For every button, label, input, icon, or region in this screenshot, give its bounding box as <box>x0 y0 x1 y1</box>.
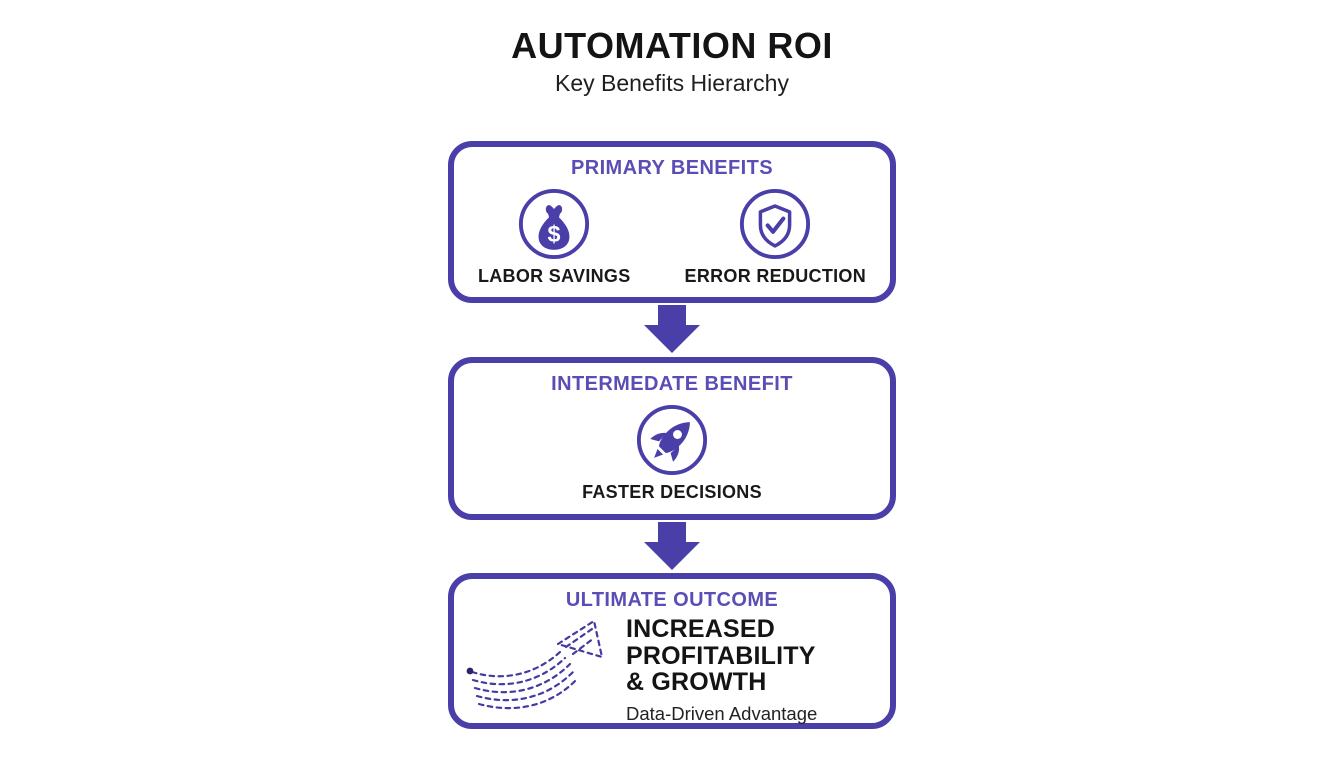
down-arrow-icon <box>644 305 700 353</box>
down-arrow-icon <box>644 522 700 570</box>
labor-savings-label: LABOR SAVINGS <box>477 266 631 286</box>
page-title: AUTOMATION ROI <box>511 25 833 66</box>
error-reduction-label: ERROR REDUCTION <box>684 266 867 286</box>
intermediate-benefit-box: INTERMEDATE BENEFIT FASTER DECISIONS <box>448 357 896 520</box>
outcome-heading-line-1: INCREASED <box>626 615 776 643</box>
shield-check-icon <box>740 188 811 260</box>
outcome-text-block: INCREASED PROFITABILITY & GROWTH Data-Dr… <box>626 616 817 725</box>
outcome-subtext: Data-Driven Advantage <box>626 702 818 724</box>
page-subtitle: Key Benefits Hierarchy <box>555 70 789 96</box>
ultimate-outcome-header: ULTIMATE OUTCOME <box>565 589 779 611</box>
intermediate-benefit-items: FASTER DECISIONS <box>582 403 762 503</box>
intermediate-benefit-header: INTERMEDATE BENEFIT <box>551 373 793 395</box>
labor-savings-item: $ LABOR SAVINGS <box>478 187 631 287</box>
primary-benefits-box: PRIMARY BENEFITS $ LABOR SAVINGS ER <box>448 141 896 303</box>
primary-benefits-header: PRIMARY BENEFITS <box>571 157 773 179</box>
rocket-icon <box>636 404 708 476</box>
faster-decisions-item: FASTER DECISIONS <box>582 403 762 503</box>
ultimate-outcome-box: ULTIMATE OUTCOME INCREASED PROFITABILITY <box>448 573 896 729</box>
error-reduction-item: ERROR REDUCTION <box>685 187 867 287</box>
ultimate-outcome-content: INCREASED PROFITABILITY & GROWTH Data-Dr… <box>454 612 890 728</box>
money-bag-icon: $ <box>519 188 590 260</box>
outcome-heading-line-3: & GROWTH <box>626 668 767 696</box>
faster-decisions-label: FASTER DECISIONS <box>582 482 762 502</box>
outcome-heading-line-2: PROFITABILITY <box>626 641 816 670</box>
primary-benefits-items: $ LABOR SAVINGS ERROR REDUCTION <box>478 187 866 287</box>
dollar-symbol: $ <box>548 221 561 247</box>
dashed-growth-arrow-icon <box>466 619 604 710</box>
